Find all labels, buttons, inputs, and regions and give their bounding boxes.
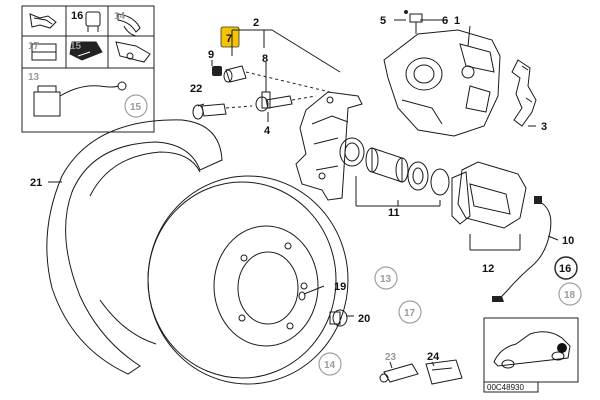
svg-text:15: 15 <box>130 102 142 113</box>
clip-part-wedge <box>115 41 151 63</box>
callout-1: 1 <box>454 15 460 27</box>
wheel-bolt-19 <box>298 291 306 301</box>
callout-20: 20 <box>358 313 370 325</box>
svg-text:18: 18 <box>564 290 576 301</box>
caliper-housing <box>383 29 501 137</box>
svg-text:13: 13 <box>380 274 392 285</box>
bolt-22 <box>192 103 253 120</box>
ref-circle-17a[interactable]: 17 <box>398 300 422 324</box>
inset-panel: 16 14 17 15 13 <box>21 5 155 133</box>
clip-part-bracket <box>117 13 141 37</box>
clip-part-16 <box>29 13 57 29</box>
brake-pad-outer <box>451 171 471 225</box>
car-thumbnail-icon: 00C48930 <box>483 317 579 393</box>
callout-19: 19 <box>334 281 346 293</box>
callout-23: 23 <box>385 352 397 363</box>
callout-5: 5 <box>380 15 386 27</box>
inset-label-13: 13 <box>28 72 40 83</box>
callout-8: 8 <box>262 53 268 65</box>
callout-12: 12 <box>482 263 494 275</box>
dust-boot <box>407 161 429 191</box>
dust-shield <box>46 119 223 375</box>
bracket-12 <box>469 234 521 251</box>
callout-9: 9 <box>208 49 214 61</box>
clip-part-14 <box>85 11 101 32</box>
inset-label-14: 14 <box>114 11 126 22</box>
callout-6: 6 <box>442 15 448 27</box>
ref-circle-15[interactable]: 15 <box>124 94 148 118</box>
bolt-4 <box>255 95 317 112</box>
svg-text:14: 14 <box>324 360 336 371</box>
callout-22: 22 <box>190 83 202 95</box>
ref-circle-18[interactable]: 18 <box>558 282 582 306</box>
clip-part-15 <box>69 41 103 61</box>
grease-tube-23 <box>379 363 419 383</box>
callout-24: 24 <box>427 351 440 363</box>
highlight-callout-7[interactable]: 7 <box>220 26 240 48</box>
leader-lines <box>48 19 559 369</box>
diagram-code: 00C48930 <box>487 383 524 392</box>
piston <box>365 147 409 183</box>
callout-4: 4 <box>264 125 271 137</box>
guide-pin-7 <box>223 65 331 93</box>
svg-text:17: 17 <box>404 308 416 319</box>
callout-10: 10 <box>562 235 574 247</box>
seal-ring <box>339 137 365 167</box>
bleed-screw-part-5-6 <box>404 10 423 34</box>
ref-circle-16[interactable]: 16 <box>554 256 578 280</box>
clip-part-17 <box>31 43 57 61</box>
pin-cap-9 <box>212 66 222 76</box>
svg-text:16: 16 <box>559 263 571 275</box>
screw-20 <box>329 309 348 327</box>
bracket-2 <box>231 29 341 73</box>
callout-21: 21 <box>30 177 42 189</box>
callout-2: 2 <box>253 17 259 29</box>
inset-label-17: 17 <box>28 41 40 52</box>
ref-circle-13[interactable]: 13 <box>374 266 398 290</box>
paste-sachet-24 <box>425 359 463 385</box>
inset-label-15: 15 <box>70 41 82 52</box>
brake-disc <box>147 175 349 385</box>
inset-label-16: 16 <box>71 10 83 22</box>
ref-circle-14[interactable]: 14 <box>318 352 342 376</box>
spring-clip-3 <box>511 59 537 127</box>
callout-3: 3 <box>541 121 547 133</box>
brake-pad-inner <box>457 161 527 229</box>
wear-sensor-cable <box>492 196 552 302</box>
retaining-ring <box>430 168 450 196</box>
callout-7: 7 <box>226 33 232 45</box>
caliper-carrier-bracket <box>295 91 363 201</box>
sensor-cable-part-13 <box>33 81 127 117</box>
callout-labels: 1 2 3 4 5 6 8 9 10 11 12 19 20 21 22 23 … <box>30 15 574 363</box>
callout-11: 11 <box>388 207 400 219</box>
